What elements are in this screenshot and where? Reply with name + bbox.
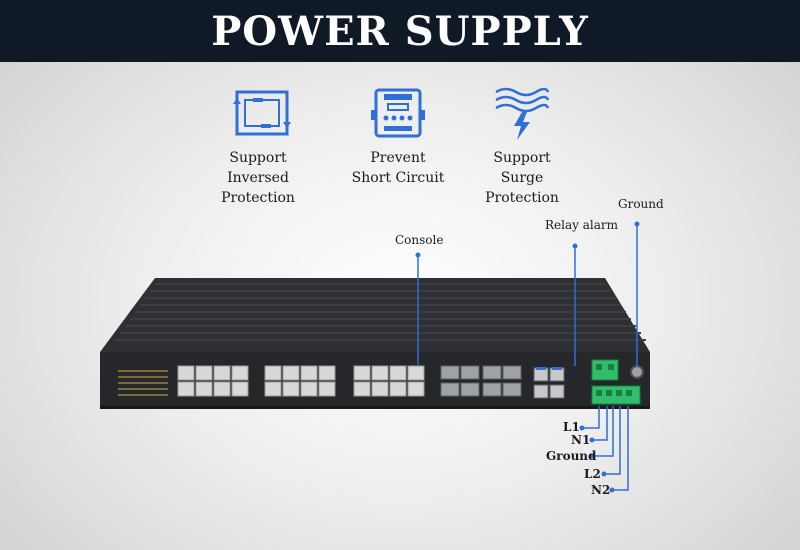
- callout-l1: L1: [563, 420, 580, 434]
- feature-line2: Surge Protection: [485, 170, 559, 206]
- rj45-port-group-3: [353, 365, 425, 397]
- callout-ground-top: Ground: [618, 197, 664, 211]
- ground-screw: [630, 365, 644, 379]
- feature-line1: Support: [493, 150, 551, 166]
- feature-short-circuit: Prevent Short Circuit: [346, 86, 450, 188]
- power-terminal-block: [591, 385, 641, 405]
- callout-relay-alarm: Relay alarm: [545, 218, 618, 232]
- feature-line2: Inversed Protection: [221, 170, 295, 206]
- feature-surge-protection: Support Surge Protection: [468, 86, 576, 208]
- feature-line2: Short Circuit: [351, 170, 445, 186]
- rj45-port-group-2: [264, 365, 336, 397]
- callout-n1: N1: [571, 433, 591, 447]
- rj45-port-group-1: [177, 365, 249, 397]
- callout-console: Console: [395, 233, 444, 247]
- feature-line1: Support: [229, 150, 287, 166]
- uplink-sfp-ports: [533, 367, 565, 399]
- callout-n2: N2: [591, 483, 611, 497]
- relay-alarm-terminal: [591, 359, 619, 381]
- reverse-polarity-icon: [233, 90, 291, 136]
- page-title: POWER SUPPLY: [211, 7, 589, 55]
- feature-inversed-protection: Support Inversed Protection: [196, 86, 320, 208]
- circuit-board-icon: [371, 88, 425, 138]
- title-banner: POWER SUPPLY: [0, 0, 800, 62]
- callout-l2: L2: [584, 467, 601, 481]
- sfp-port-group: [440, 365, 522, 397]
- feature-line1: Prevent: [370, 150, 426, 166]
- surge-lightning-icon: [495, 87, 550, 140]
- callout-ground-bottom: Ground: [546, 449, 597, 463]
